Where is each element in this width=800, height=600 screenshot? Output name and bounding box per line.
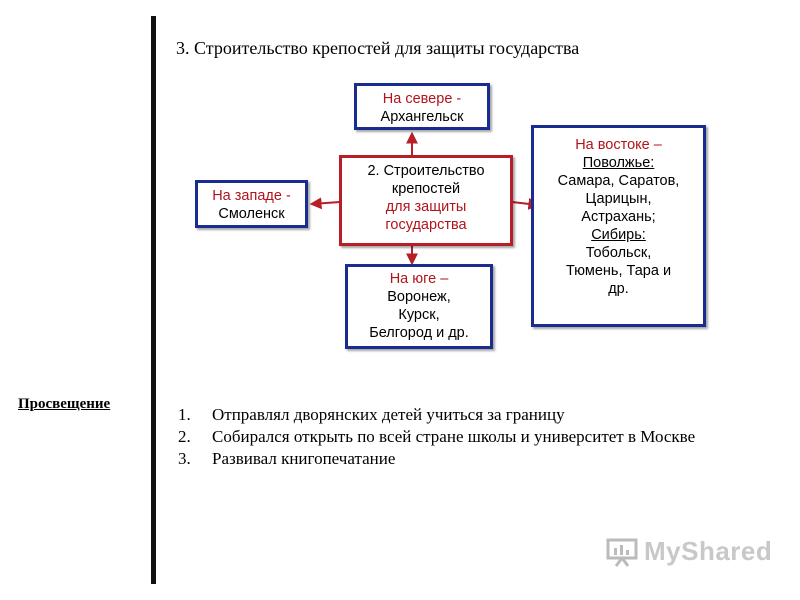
list-item-text: Собирался открыть по всей стране школы и… — [212, 427, 696, 446]
list-item-number: 2. — [178, 427, 191, 446]
list-item: 2. Собирался открыть по всей стране школ… — [178, 426, 772, 448]
box-center-line: крепостей — [391, 181, 461, 197]
side-label-enlightenment: Просвещение — [18, 396, 111, 412]
box-west-title: На западе - — [212, 188, 291, 204]
box-west: На западе - Смоленск — [195, 180, 308, 228]
box-east-line: Царицын, — [585, 191, 652, 207]
box-east-region-siberia: Сибирь: — [591, 227, 646, 243]
arrow-to-west — [309, 197, 341, 210]
box-center-line: государства — [385, 217, 467, 233]
box-east-line: др. — [608, 281, 629, 297]
box-east: На востоке – Поволжье: Самара, Саратов, … — [531, 125, 706, 327]
box-east-region-volga: Поволжье: — [582, 155, 655, 171]
section-heading: 3. Строительство крепостей для защиты го… — [176, 38, 580, 58]
box-south-line: Воронеж, — [387, 289, 451, 305]
list-item-text: Развивал книгопечатание — [212, 449, 396, 468]
list-item-number: 1. — [178, 405, 191, 424]
box-north: На севере - Архангельск — [354, 83, 490, 130]
box-center-line: 2. Строительство — [367, 163, 485, 179]
logo: MyShared — [606, 536, 772, 567]
box-south-title: На юге – — [389, 271, 449, 287]
box-east-title: На востоке – — [575, 137, 662, 153]
presentation-board-icon — [606, 538, 638, 567]
list-item-number: 3. — [178, 449, 191, 468]
list-item: 3. Развивал книгопечатание — [178, 448, 772, 470]
box-east-line: Тюмень, Тара и — [565, 263, 672, 279]
box-east-line: Тобольск, — [585, 245, 652, 261]
box-west-line: Смоленск — [218, 206, 285, 222]
box-center-line: для защиты — [385, 199, 467, 215]
box-east-line: Самара, Саратов, — [557, 173, 680, 189]
box-north-title: На севере - — [382, 91, 462, 107]
box-east-line: Астрахань; — [581, 209, 656, 225]
list-item: 1. Отправлял дворянских детей учиться за… — [178, 404, 772, 426]
box-center: 2. Строительство крепостей для защиты го… — [339, 155, 513, 246]
box-north-line: Архангельск — [380, 109, 464, 125]
vertical-divider — [151, 16, 156, 584]
box-south-line: Курск, — [398, 307, 440, 323]
box-south-line: Белгород и др. — [369, 325, 469, 341]
logo-text: MyShared — [644, 536, 773, 566]
enlightenment-list: 1. Отправлял дворянских детей учиться за… — [178, 404, 772, 470]
list-item-text: Отправлял дворянских детей учиться за гр… — [212, 405, 565, 424]
box-south: На юге – Воронеж, Курск, Белгород и др. — [345, 264, 493, 349]
